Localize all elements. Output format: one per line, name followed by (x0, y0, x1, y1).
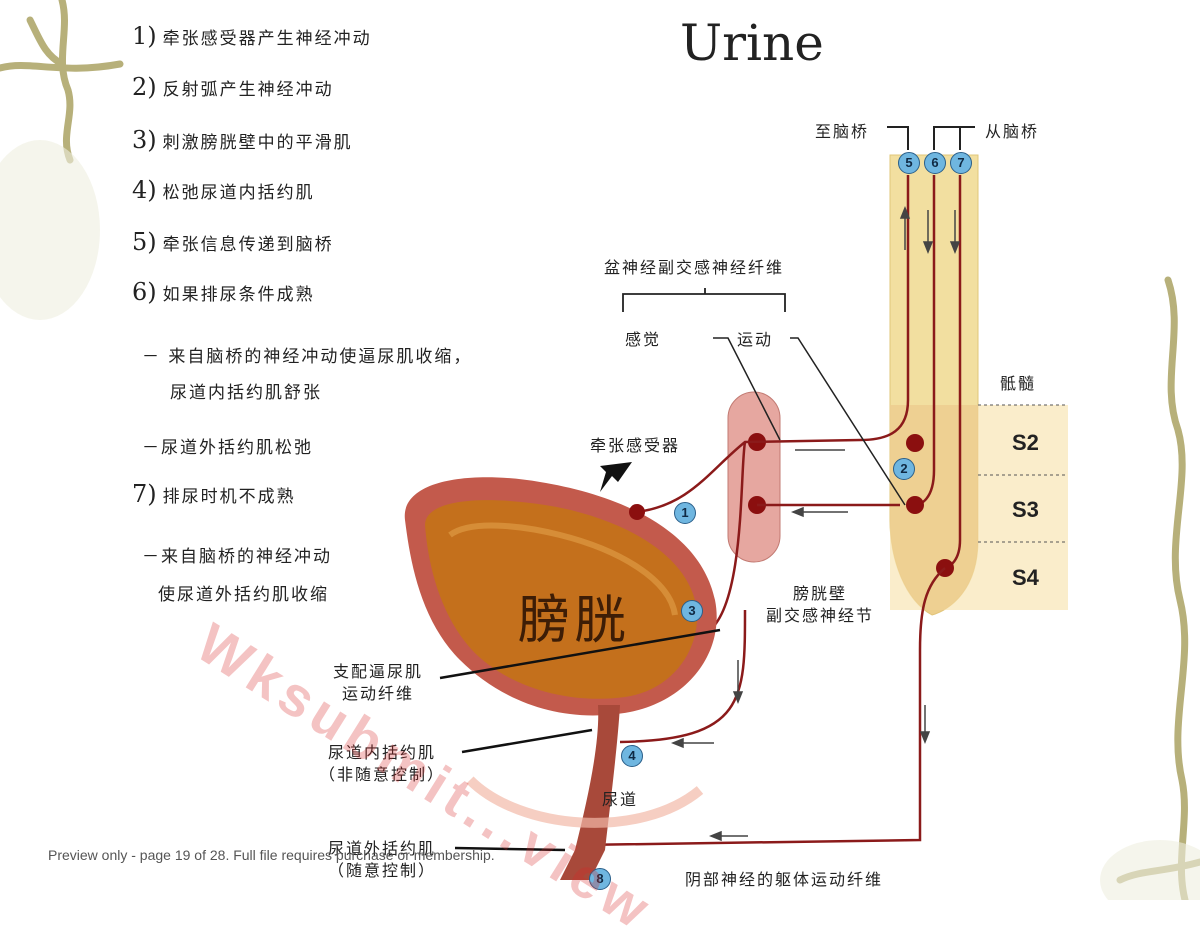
step-3: 3)刺激膀胱壁中的平滑肌 (132, 126, 353, 154)
pons-brackets (887, 127, 975, 150)
step-1: 1)牵张感受器产生神经冲动 (132, 22, 372, 50)
label-stretch-receptor: 牵张感受器 (590, 432, 680, 456)
marker-4-icon: 4 (621, 745, 643, 767)
step-4: 4)松弛尿道内括约肌 (132, 176, 315, 204)
preview-footer: Preview only - page 19 of 28. Full file … (48, 847, 495, 863)
label-motor: 运动 (737, 326, 773, 350)
label-sacral-cord: 骶髓 (1000, 370, 1036, 394)
step-2: 2)反射弧产生神经冲动 (132, 73, 334, 101)
label-ganglion: 膀胱壁副交感神经节 (760, 583, 880, 627)
step-6-note-a-line2: 尿道内括约肌舒张 (170, 378, 322, 403)
segment-s3: S3 (1012, 497, 1039, 523)
label-from-pons: 从脑桥 (985, 118, 1039, 142)
step-6-note-a-line1: － 来自脑桥的神经冲动使逼尿肌收缩， (142, 342, 472, 367)
marker-5-icon: 5 (898, 152, 920, 174)
diagram-title: Urine (680, 14, 824, 72)
marker-6-icon: 6 (924, 152, 946, 174)
marker-1-icon: 1 (674, 502, 696, 524)
step-7-note-line1: －来自脑桥的神经冲动 (142, 542, 332, 567)
receptor-neuron (629, 504, 645, 520)
segment-s4: S4 (1012, 565, 1039, 591)
label-sensory: 感觉 (625, 326, 661, 350)
marker-7-icon: 7 (950, 152, 972, 174)
label-bladder: 膀胱 (518, 578, 630, 653)
step-7-note-line2: 使尿道外括约肌收缩 (158, 580, 329, 605)
segment-s2: S2 (1012, 430, 1039, 456)
stretch-receptor-arrow (600, 462, 632, 492)
marker-3-icon: 3 (681, 600, 703, 622)
step-6-note-b: －尿道外括约肌松弛 (142, 433, 313, 458)
spinal-cord (890, 155, 1068, 615)
label-urethra: 尿道 (602, 786, 638, 810)
label-pelvic-nerve: 盆神经副交感神经纤维 (604, 254, 784, 278)
label-pudendal-nerve: 阴部神经的躯体运动纤维 (685, 866, 883, 890)
label-to-pons: 至脑桥 (815, 118, 869, 142)
marker-2-icon: 2 (893, 458, 915, 480)
step-7: 7)排尿时机不成熟 (132, 480, 296, 508)
pelvic-bracket (623, 288, 785, 312)
ganglion (728, 392, 780, 562)
step-5: 5)牵张信息传递到脑桥 (132, 228, 334, 256)
step-6: 6)如果排尿条件成熟 (132, 278, 315, 306)
